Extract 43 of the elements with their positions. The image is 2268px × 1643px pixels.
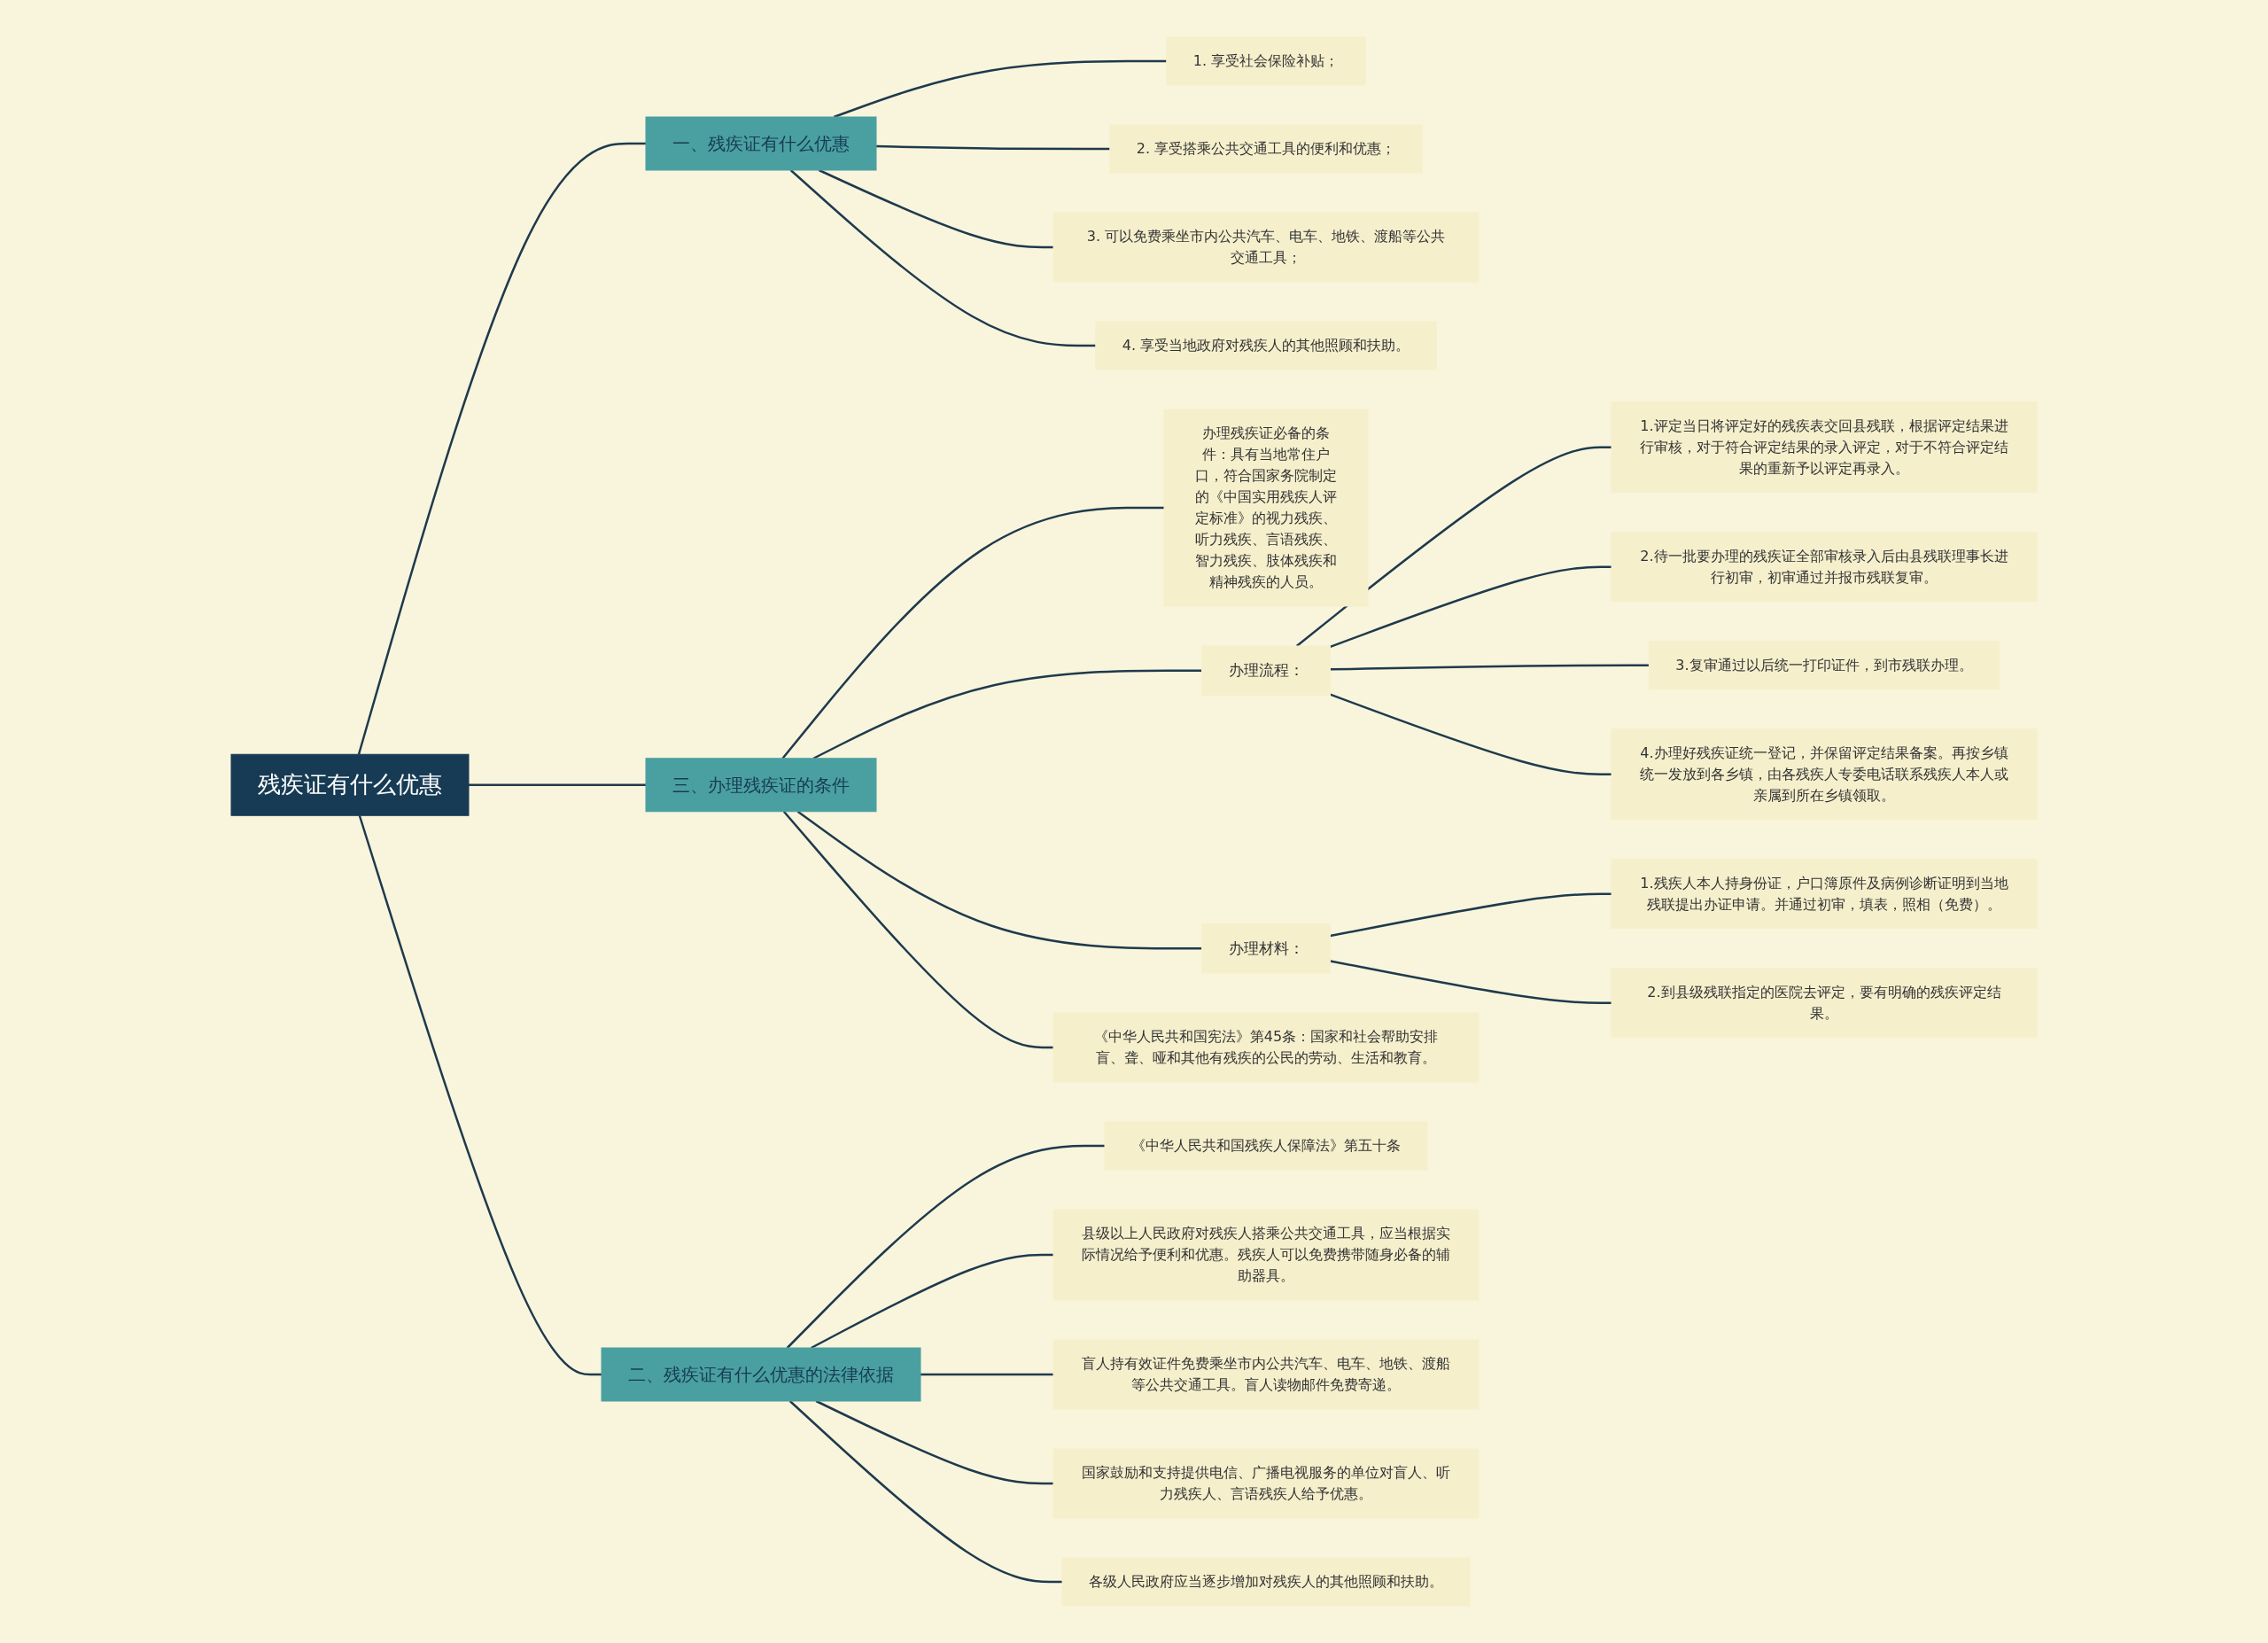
connector	[1330, 960, 1612, 1004]
connector	[920, 1373, 1053, 1376]
node-box: 4. 享受当地政府对残疾人的其他照顾和扶助。	[1095, 321, 1437, 370]
connector	[833, 59, 1167, 119]
connector	[1295, 446, 1612, 647]
node-box: 一、残疾证有什么优惠	[645, 116, 877, 171]
node-box: 办理流程：	[1201, 645, 1331, 696]
connector	[788, 1400, 1062, 1584]
node-box: 3. 可以免费乘坐市内公共汽车、电车、地铁、渡船等公共交通工具；	[1052, 212, 1480, 283]
node-box: 各级人民政府应当逐步增加对残疾人的其他照顾和扶助。	[1061, 1557, 1471, 1607]
connector	[358, 814, 602, 1376]
connector	[796, 810, 1202, 950]
node-box: 2. 享受搭乘公共交通工具的便利和优惠；	[1109, 124, 1423, 174]
node-box: 残疾证有什么优惠	[230, 753, 470, 816]
connector	[469, 783, 646, 786]
node-box: 《中华人民共和国残疾人保障法》第五十条	[1104, 1121, 1428, 1171]
node-box: 2.到县级残联指定的医院去评定，要有明确的残疾评定结果。	[1611, 968, 2038, 1039]
node-box: 办理材料：	[1201, 923, 1331, 974]
node-box: 县级以上人民政府对残疾人搭乘公共交通工具，应当根据实际情况给予便利和优惠。残疾人可以免费携带随身必备的辅助器具。	[1052, 1209, 1480, 1301]
node-box: 1.评定当日将评定好的残疾表交回县残联，根据评定结果进行审核，对于符合评定结果的录入评定，对于不符合评定结果的重新予以评定再录入。	[1611, 401, 2038, 494]
node-box: 4.办理好残疾证统一登记，并保留评定结果备案。再按乡镇统一发放到各乡镇，由各残疾人专委电话联系残疾人本人或亲属到所在乡镇领取。	[1611, 728, 2038, 821]
node-box: 1. 享受社会保险补贴；	[1166, 36, 1366, 86]
node-box: 盲人持有效证件免费乘坐市内公共汽车、电车、地铁、渡船等公共交通工具。盲人读物邮件免费寄递。	[1052, 1339, 1480, 1410]
connector	[357, 142, 646, 755]
connector	[875, 144, 1110, 151]
connector	[781, 506, 1164, 759]
node-box: 国家鼓励和支持提供电信、广播电视服务的单位对盲人、听力残疾人、言语残疾人给予优惠。	[1052, 1448, 1480, 1519]
connector	[1330, 892, 1612, 938]
connector	[811, 1253, 1053, 1350]
connector	[1330, 565, 1612, 648]
node-box: 3.复审通过以后统一打印证件，到市残联办理。	[1648, 641, 2000, 690]
node-box: 二、残疾证有什么优惠的法律依据	[601, 1347, 921, 1402]
connector	[782, 810, 1053, 1049]
connector	[786, 1144, 1105, 1349]
node-box: 1.残疾人本人持身份证，户口簿原件及病例诊断证明到当地残联提出办证申请。并通过初审，填表，照相（免费）。	[1611, 859, 2038, 930]
connector	[812, 669, 1202, 759]
connector	[789, 169, 1096, 347]
connector	[1330, 693, 1612, 775]
node-box: 《中华人民共和国宪法》第45条：国家和社会帮助安排盲、聋、哑和其他有残疾的公民的劳动、生活和教育。	[1052, 1012, 1480, 1083]
node-box: 办理残疾证必备的条件：具有当地常住户口，符合国家务院制定的《中国实用残疾人评定标准》的视力残疾、听力残疾、言语残疾、智力残疾、肢体残疾和精神残疾的人员。	[1163, 409, 1369, 607]
node-box: 三、办理残疾证的条件	[645, 758, 877, 813]
node-box: 2.待一批要办理的残疾证全部审核录入后由县残联理事长进行初审，初审通过并报市残联复审。	[1611, 532, 2038, 603]
connector	[1330, 664, 1650, 671]
